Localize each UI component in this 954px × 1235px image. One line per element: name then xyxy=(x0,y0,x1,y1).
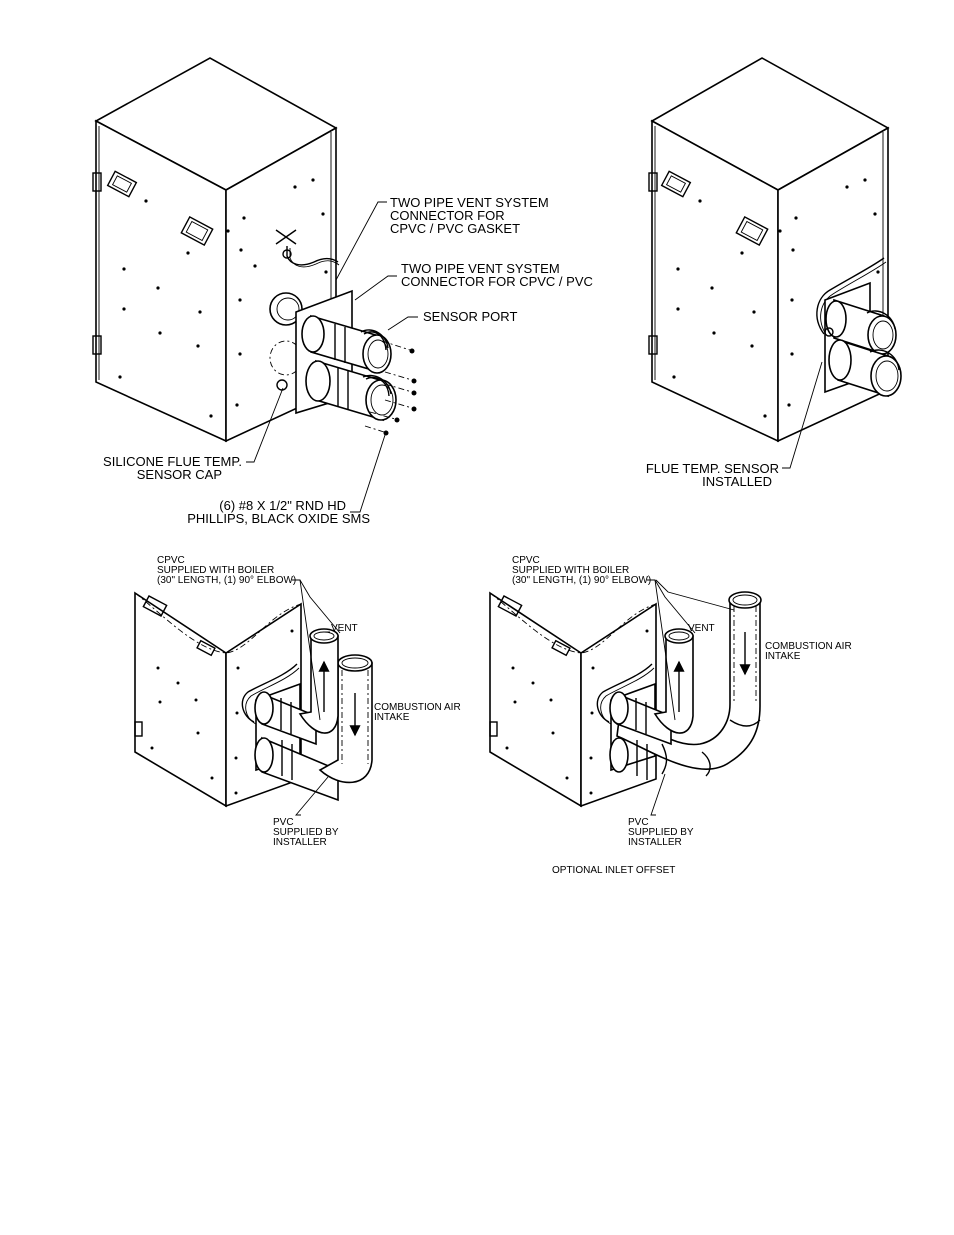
intake-label-line2: INTAKE xyxy=(374,712,410,723)
vent-connector-label-line1: TWO PIPE VENT SYSTEM xyxy=(401,261,560,276)
boiler-vent-offset xyxy=(489,579,762,816)
sensor-cap-label-line2: SENSOR CAP xyxy=(137,467,222,482)
cpvc-label-line1: CPVC xyxy=(157,555,185,566)
intake-label-line1: COMBUSTION AIR xyxy=(374,702,461,713)
boiler-vent-standard xyxy=(134,579,373,816)
cpvc-label-line2: SUPPLIED WITH BOILER xyxy=(512,565,629,576)
figure-a-labels: TWO PIPE VENT SYSTEM CONNECTOR FOR CPVC … xyxy=(103,195,593,526)
pvc-label-line2: SUPPLIED BY xyxy=(273,827,339,838)
vent-gasket-label-line3: CPVC / PVC GASKET xyxy=(390,221,520,236)
boiler-cabinet-exploded xyxy=(92,57,418,513)
pvc-label-line1: PVC xyxy=(628,817,649,828)
cpvc-label-line3: (30" LENGTH, (1) 90° ELBOW) xyxy=(157,575,296,586)
vent-gasket-label-line2: CONNECTOR FOR xyxy=(390,208,505,223)
cpvc-label-line3: (30" LENGTH, (1) 90° ELBOW) xyxy=(512,575,651,586)
vent-gasket-label-line1: TWO PIPE VENT SYSTEM xyxy=(390,195,549,210)
sensor-cap-label-line1: SILICONE FLUE TEMP. xyxy=(103,454,242,469)
boiler-cabinet-installed xyxy=(648,57,902,469)
vent-label: VENT xyxy=(688,623,715,634)
pvc-label-line1: PVC xyxy=(273,817,294,828)
offset-caption: OPTIONAL INLET OFFSET xyxy=(552,865,675,876)
sensor-port-label: SENSOR PORT xyxy=(423,309,517,324)
cpvc-label-line1: CPVC xyxy=(512,555,540,566)
figure-d-labels: CPVC SUPPLIED WITH BOILER (30" LENGTH, (… xyxy=(512,555,852,876)
figure-c-labels: CPVC SUPPLIED WITH BOILER (30" LENGTH, (… xyxy=(157,555,461,848)
cpvc-label-line2: SUPPLIED WITH BOILER xyxy=(157,565,274,576)
figure-b-labels: FLUE TEMP. SENSOR INSTALLED xyxy=(646,461,779,489)
intake-label-line1: COMBUSTION AIR xyxy=(765,641,852,652)
pvc-label-line3: INSTALLER xyxy=(273,837,327,848)
pvc-label-line2: SUPPLIED BY xyxy=(628,827,694,838)
vent-connector-label-line2: CONNECTOR FOR CPVC / PVC xyxy=(401,274,593,289)
intake-label-line2: INTAKE xyxy=(765,651,801,662)
sensor-installed-label-line1: FLUE TEMP. SENSOR xyxy=(646,461,779,476)
screws-label-line1: (6) #8 X 1/2" RND HD xyxy=(219,498,346,513)
vent-label: VENT xyxy=(331,623,358,634)
sensor-installed-label-line2: INSTALLED xyxy=(702,474,772,489)
screws-label-line2: PHILLIPS, BLACK OXIDE SMS xyxy=(187,511,370,526)
pvc-label-line3: INSTALLER xyxy=(628,837,682,848)
